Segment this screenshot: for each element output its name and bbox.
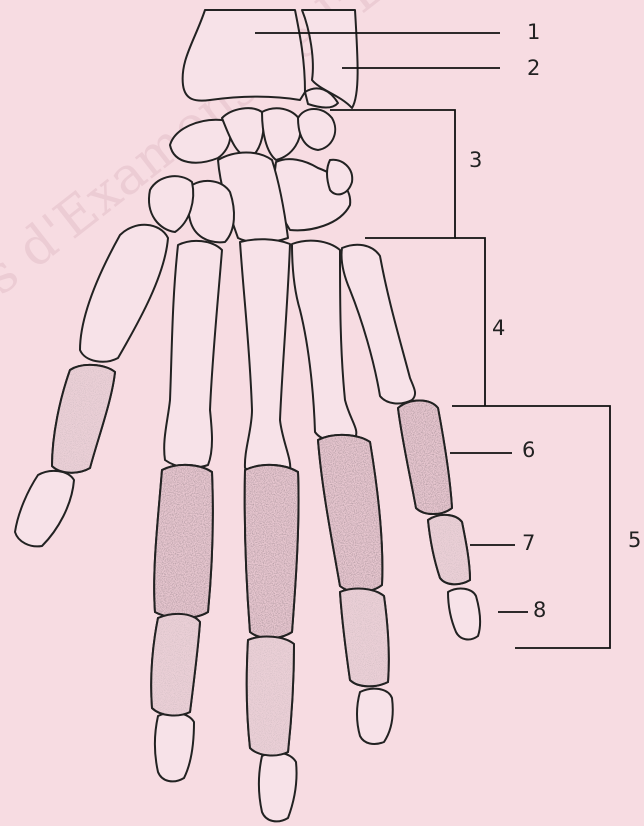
little-distal-phalanx (448, 589, 480, 640)
thumb-metacarpal (80, 225, 168, 362)
middle-middle-phalanx-stipple (247, 637, 294, 756)
trapezium-bone (149, 176, 193, 232)
label-1: 1 (527, 22, 540, 43)
label-3: 3 (469, 150, 482, 171)
label-4: 4 (492, 318, 505, 339)
ring-distal-phalanx (357, 689, 393, 744)
triquetrum-bone (262, 108, 301, 160)
thumb-distal-phalanx (15, 471, 74, 547)
middle-metacarpal (240, 239, 290, 474)
pisiform-bone (298, 109, 335, 150)
lunate-bone (222, 108, 264, 158)
radius-bone (183, 10, 305, 101)
index-middle-phalanx-stipple (151, 614, 200, 716)
middle-distal-phalanx (259, 753, 297, 822)
bracket-4 (455, 238, 485, 406)
index-metacarpal (164, 241, 222, 468)
little-middle-phalanx-stipple (428, 515, 470, 584)
middle-proximal-phalanx-stipple (245, 465, 299, 638)
label-5: 5 (628, 530, 641, 551)
label-6: 6 (522, 440, 535, 461)
label-7: 7 (522, 533, 535, 554)
index-proximal-phalanx-stipple (154, 465, 213, 618)
trapezoid-bone (188, 181, 234, 242)
index-distal-phalanx (155, 713, 194, 782)
little-metacarpal (341, 245, 415, 404)
hamate-hook (327, 160, 352, 195)
label-2: 2 (527, 58, 540, 79)
label-8: 8 (533, 600, 546, 621)
thumb-proximal-phalanx-stipple (52, 365, 115, 473)
ring-middle-phalanx-stipple (340, 589, 389, 687)
